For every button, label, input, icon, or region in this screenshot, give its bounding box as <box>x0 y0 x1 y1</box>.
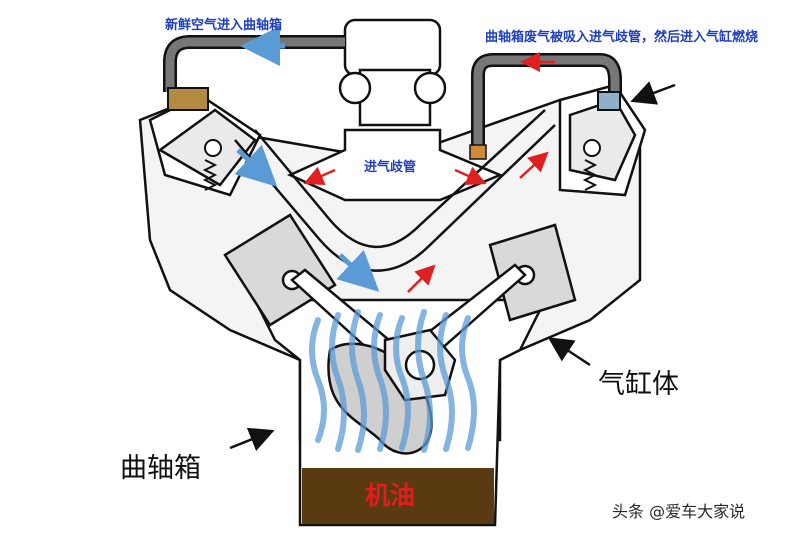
intake-manifold-label: 进气歧管 <box>364 160 417 175</box>
crankcase-label: 曲轴箱 <box>120 453 201 484</box>
blowby-arrows <box>303 52 555 293</box>
fresh-air-hose <box>163 35 345 111</box>
intake-manifold-body <box>286 128 504 202</box>
oil-pool <box>302 468 494 524</box>
valve-spring-icon <box>202 139 601 191</box>
pointer-arrows <box>229 81 676 452</box>
pcv-valve-icon <box>597 91 621 111</box>
fresh-air-arrows <box>234 26 380 292</box>
throttle-body <box>338 18 447 127</box>
crankcase-airflow <box>309 309 477 453</box>
watermark: 头条 @爱车大家说 <box>612 502 746 521</box>
oil-label: 机油 <box>365 481 416 510</box>
fresh-air-label: 新鲜空气进入曲轴箱 <box>165 18 283 33</box>
cylinder-block-label: 气缸体 <box>598 369 679 400</box>
pcv-hose <box>469 53 622 160</box>
piston-icon <box>223 213 577 327</box>
blowby-label: 曲轴箱废气被吸入进气歧管，然后进入气缸燃烧 <box>485 30 759 45</box>
breather-filter-icon <box>167 87 209 111</box>
